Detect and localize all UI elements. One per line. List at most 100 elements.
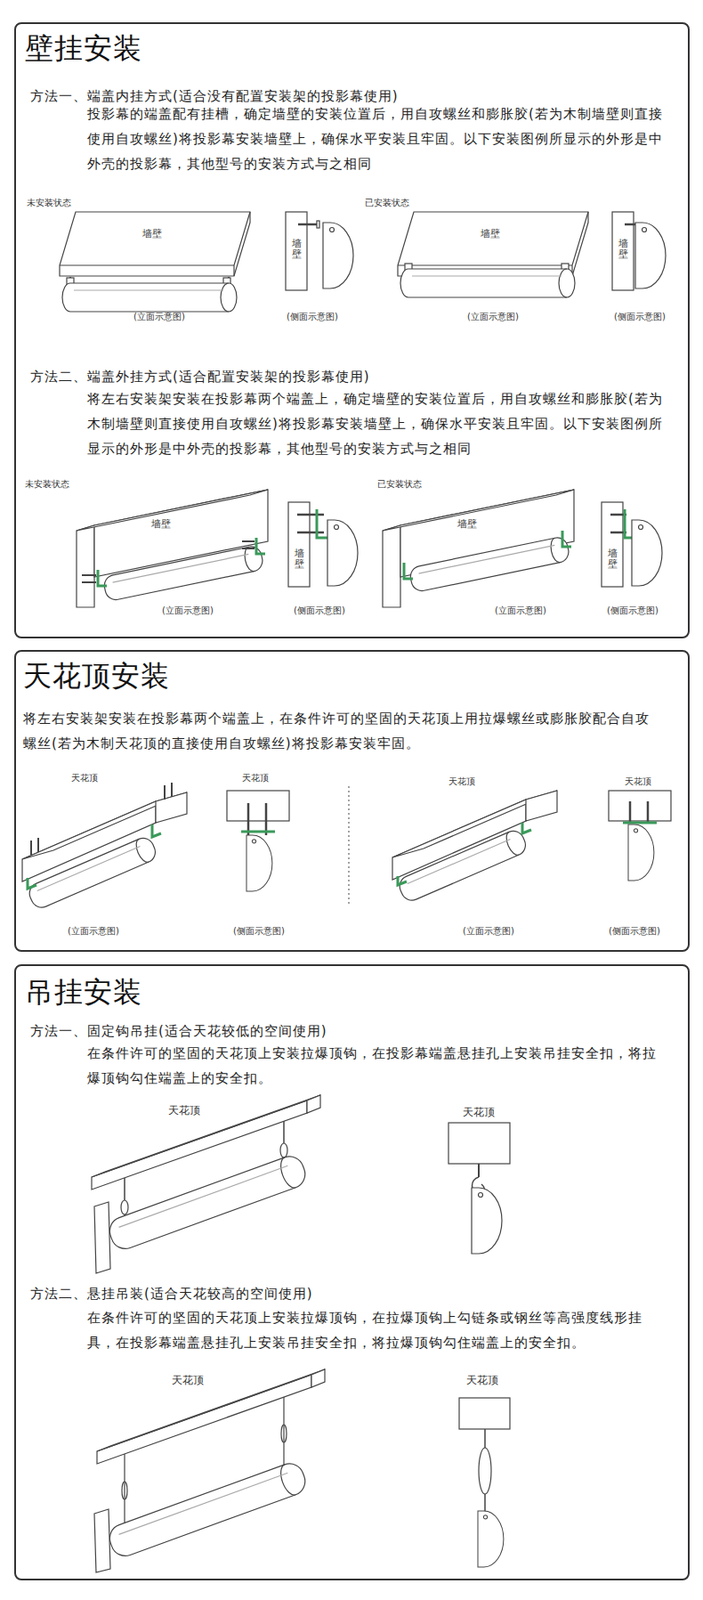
wire-hanging-elevation [96, 1368, 325, 1451]
section-title: 天花顶安装 [23, 658, 170, 693]
wall-label-vertical: 墙壁 [607, 548, 618, 570]
wall-side-mounted [635, 222, 666, 289]
ceiling-side-mounted [630, 800, 648, 823]
figure-label: (侧面示意图) [286, 311, 339, 323]
wall-elevation-unmounted [59, 211, 251, 276]
ceiling-side-mounted [622, 821, 657, 825]
wire-hanging-side [484, 1428, 486, 1513]
figure-label: (侧面示意图) [606, 605, 659, 616]
line-art [22, 211, 671, 1572]
hook-hanging-side [448, 1122, 510, 1164]
wall-side-brackets-unmounted [288, 501, 358, 587]
figure-label: 墙壁 [480, 227, 501, 240]
ceiling-side-mounted [628, 824, 655, 881]
figure-label: 天花顶 [71, 772, 98, 784]
hook-hanging-elevation [94, 1201, 111, 1273]
wire-hanging-elevation [281, 1423, 287, 1442]
figure-label: 天花顶 [448, 775, 476, 787]
wall-elevation-brackets-unmounted [76, 489, 268, 607]
wall-elevation-brackets-unmounted [102, 544, 265, 602]
hook-hanging-elevation [307, 1094, 321, 1113]
wire-hanging-elevation [105, 1458, 309, 1559]
wire-hanging-side [478, 1446, 492, 1494]
figure-label: (立面示意图) [462, 925, 515, 937]
hook-hanging-elevation [91, 1094, 321, 1273]
wall-side-unmounted [316, 220, 320, 228]
wire-hanging-elevation [94, 1368, 325, 1572]
wire-hanging-side [477, 1510, 504, 1567]
wall-side-brackets-unmounted [327, 519, 358, 586]
install-panel: 壁挂安装方法一、端盖内挂方式(适合没有配置安装架的投影幕使用)投影幕的端盖配有挂… [14, 22, 690, 639]
method-body: 在条件许可的坚固的天花顶上安装拉爆顶钩，在拉爆顶钩上勾链条或钢丝等高强度线形挂具… [87, 1304, 666, 1355]
figure-label: 墙壁 [151, 517, 171, 530]
wall-side-brackets-mounted [631, 519, 663, 586]
wall-side-unmounted [285, 211, 354, 291]
ceiling-elevation-mounted [395, 827, 529, 904]
figure-label: 已安装状态 [364, 197, 410, 209]
figure-label: 天花顶 [168, 1103, 201, 1116]
section-title: 吊挂安装 [24, 974, 143, 1009]
ceiling-side-unmounted [241, 830, 275, 833]
figure-label: (侧面示意图) [608, 925, 661, 937]
method-body: 投影幕的端盖配有挂槽，确定墙壁的安装位置后，用自攻螺丝和膨胀胶(若为木制墙壁则直… [87, 101, 666, 177]
figure-label: 未安装状态 [24, 478, 70, 490]
wire-hanging-side [459, 1397, 510, 1429]
method-heading: 方法一、端盖内挂方式(适合没有配置安装架的投影幕使用) [30, 83, 399, 109]
figure-label: (侧面示意图) [614, 311, 666, 323]
divider [347, 785, 349, 904]
wall-label-vertical: 墙壁 [294, 548, 305, 570]
wire-hanging-side [459, 1397, 510, 1567]
ceiling-side-mounted [608, 790, 671, 881]
figure-label: 天花顶 [171, 1373, 204, 1386]
figure-label: 墙壁 [457, 517, 477, 530]
hook-hanging-side [448, 1122, 510, 1253]
ceiling-side-mounted [608, 790, 671, 821]
section-body: 将左右安装架安装在投影幕两个端盖上，在条件许可的坚固的天花顶上用拉爆螺丝或膨胀胶… [23, 705, 657, 756]
ceiling-elevation-mounted [397, 822, 532, 885]
wall-elevation-brackets-unmounted [81, 541, 255, 582]
install-panel: 吊挂安装方法一、固定钩吊挂(适合天花较低的空间使用)在条件许可的坚固的天花顶上安… [14, 963, 690, 1580]
hook-hanging-side [471, 1187, 502, 1253]
wall-side-mounted [612, 211, 666, 291]
ceiling-side-unmounted [246, 834, 273, 891]
ceiling-elevation-unmounted [25, 834, 159, 911]
wall-elevation-brackets-unmounted [97, 569, 107, 586]
wire-hanging-elevation [311, 1368, 325, 1387]
figure-label: (立面示意图) [467, 311, 519, 323]
wall-elevation-unmounted [59, 211, 251, 312]
figure-label: 墙壁 [142, 227, 162, 240]
wire-hanging-elevation [96, 1373, 312, 1463]
figure-label: 天花顶 [462, 1105, 495, 1118]
ceiling-elevation-unmounted [27, 824, 162, 889]
wall-elevation-brackets-mounted [408, 535, 571, 593]
figure-label: 天花顶 [624, 775, 652, 787]
wall-side-unmounted [298, 223, 318, 227]
method-body: 将左右安装架安装在投影幕两个端盖上，确定墙壁的安装位置后，用自攻螺丝和膨胀胶(若… [87, 386, 666, 461]
wire-hanging-elevation [94, 1508, 111, 1572]
method-body: 在条件许可的坚固的天花顶上安装拉爆顶钩，在投影幕端盖悬挂孔上安装吊挂安全扣，将拉… [87, 1040, 666, 1091]
hook-hanging-elevation [121, 1199, 129, 1214]
install-panel: 天花顶安装将左右安装架安装在投影幕两个端盖上，在条件许可的坚固的天花顶上用拉爆螺… [14, 649, 690, 952]
ceiling-side-mounted [628, 824, 655, 881]
hook-hanging-side [477, 1163, 480, 1177]
wall-elevation-brackets-unmounted [76, 489, 268, 607]
figure-label: (侧面示意图) [293, 605, 346, 616]
wall-elevation-unmounted [70, 276, 229, 283]
method-heading: 方法一、固定钩吊挂(适合天花较低的空间使用) [30, 1018, 328, 1043]
wall-elevation-brackets-mounted [382, 489, 574, 607]
figure-label: 已安装状态 [377, 478, 422, 490]
figure-label: (立面示意图) [67, 925, 120, 937]
ceiling-elevation-mounted [392, 790, 558, 904]
ceiling-side-unmounted [246, 834, 273, 891]
wall-label-vertical: 墙壁 [618, 238, 629, 260]
wall-elevation-brackets-unmounted [256, 537, 266, 554]
wall-elevation-unmounted [62, 277, 237, 312]
wall-elevation-brackets-mounted [408, 535, 571, 593]
figure-label: (立面示意图) [133, 311, 186, 323]
method-heading: 方法二、端盖外挂方式(适合配置安装架的投影幕使用) [30, 363, 371, 389]
ceiling-elevation-unmounted [25, 834, 159, 911]
figure-label: (侧面示意图) [233, 925, 285, 937]
wall-elevation-brackets-mounted [382, 489, 574, 607]
